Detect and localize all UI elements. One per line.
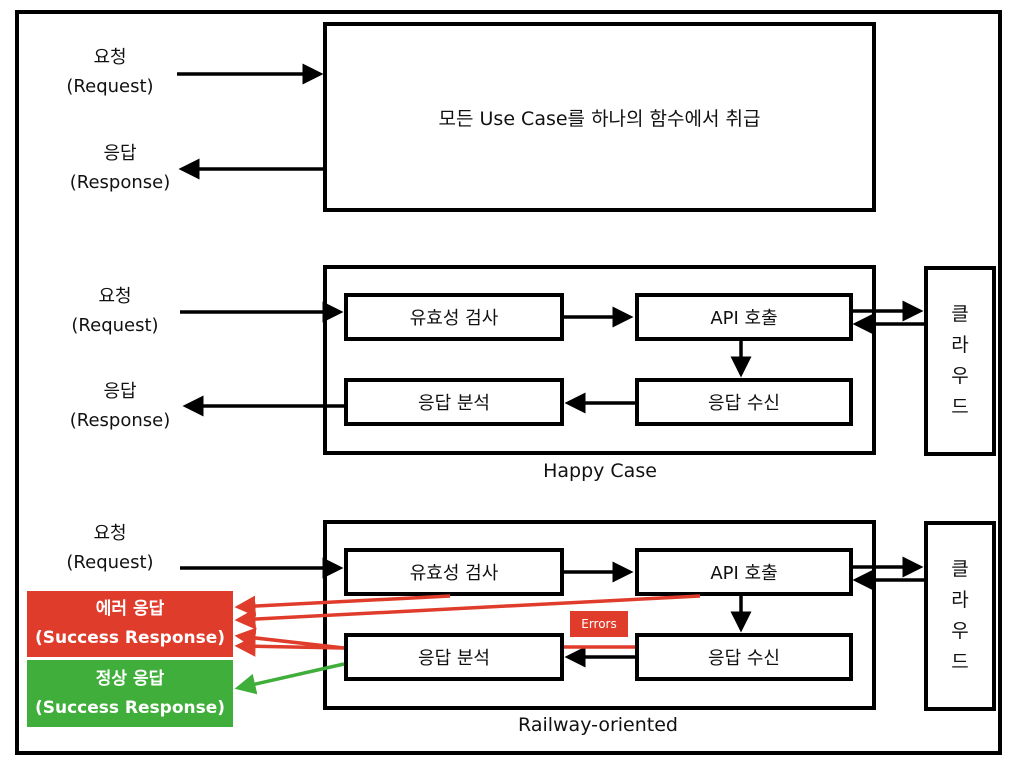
response-label-2: 응답 (Response) [40, 377, 200, 435]
request-label-ko: 요청 [93, 523, 127, 544]
cloud-box-2: 클 라 우 드 [924, 521, 996, 711]
error-response-badge: 에러 응답 (Success Response) [27, 591, 233, 657]
cloud-box-1: 클 라 우 드 [924, 266, 996, 456]
badge-ko: 정상 응답 [95, 668, 165, 689]
cloud-char: 라 [951, 334, 969, 356]
step-label: 응답 분석 [418, 393, 490, 414]
step-label: API 호출 [710, 308, 778, 329]
cloud-char: 클 [951, 303, 969, 325]
step-analyze: 응답 분석 [344, 378, 564, 426]
request-label-en: (Request) [71, 315, 159, 336]
badge-en: (Success Response) [34, 697, 226, 718]
request-label-ko: 요청 [93, 47, 127, 68]
step-label: 유효성 검사 [409, 308, 499, 329]
request-label-ko: 요청 [98, 286, 132, 307]
request-label-en: (Request) [66, 552, 154, 573]
request-label-1: 요청 (Request) [40, 43, 180, 101]
happy-case-group [323, 265, 876, 455]
outer-frame [15, 10, 1002, 755]
cloud-char: 우 [951, 365, 969, 387]
cloud-char: 우 [951, 620, 969, 642]
single-function-box: 모든 Use Case를 하나의 함수에서 취급 [323, 22, 876, 212]
step-validate: 유효성 검사 [344, 293, 564, 341]
step-receive: 응답 수신 [635, 633, 853, 681]
success-response-badge: 정상 응답 (Success Response) [27, 660, 233, 727]
happy-case-caption: Happy Case [543, 460, 657, 482]
cloud-char: 라 [951, 589, 969, 611]
step-validate: 유효성 검사 [344, 548, 564, 596]
step-label: 응답 수신 [708, 393, 780, 414]
response-label-en: (Response) [69, 410, 171, 431]
step-label: 응답 분석 [418, 648, 490, 669]
cloud-char: 드 [951, 396, 969, 418]
response-label-1: 응답 (Response) [40, 139, 200, 197]
step-label: 응답 수신 [708, 648, 780, 669]
cloud-char: 드 [951, 651, 969, 673]
cloud-char: 클 [951, 558, 969, 580]
request-label-en: (Request) [66, 76, 154, 97]
request-label-2: 요청 (Request) [45, 282, 185, 340]
step-label: API 호출 [710, 563, 778, 584]
response-label-ko: 응답 [103, 381, 137, 402]
badge-ko: 에러 응답 [95, 599, 165, 619]
step-api-call: API 호출 [635, 293, 853, 341]
request-label-3: 요청 (Request) [40, 519, 180, 577]
single-function-text: 모든 Use Case를 하나의 함수에서 취급 [438, 107, 761, 130]
step-label: 유효성 검사 [409, 563, 499, 584]
railway-caption: Railway-oriented [518, 714, 678, 736]
step-receive: 응답 수신 [635, 378, 853, 426]
errors-tag: Errors [570, 611, 628, 637]
step-analyze: 응답 분석 [344, 633, 564, 681]
response-label-en: (Response) [69, 172, 171, 193]
badge-en: (Success Response) [34, 628, 226, 648]
step-api-call: API 호출 [635, 548, 853, 596]
response-label-ko: 응답 [103, 143, 137, 164]
